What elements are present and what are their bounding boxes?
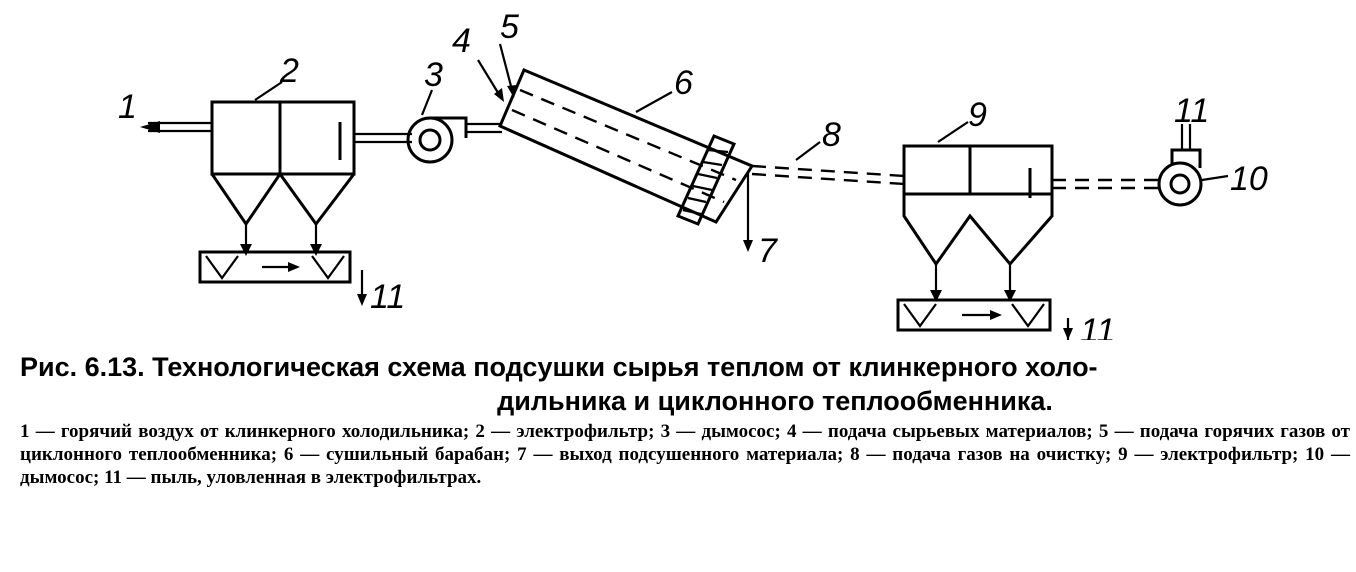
screw-conveyor-1	[198, 250, 352, 284]
label-10: 10	[1230, 160, 1268, 198]
figure-caption: Рис. 6.13. Технологическая схема подсушк…	[20, 350, 1350, 489]
dust-out-arrow-1	[357, 270, 367, 306]
label-3: 3	[424, 56, 443, 94]
label-5: 5	[500, 8, 519, 46]
label-1: 1	[118, 88, 137, 126]
label-9: 9	[968, 96, 987, 134]
smoke-exhauster-10	[1157, 124, 1203, 207]
hot-air-arrow	[140, 121, 212, 133]
gas-duct-8	[751, 164, 905, 186]
process-diagram: 1 2 11 3 4	[118, 8, 1268, 340]
caption-title-line-2: дильника и циклонного теплообменника.	[497, 386, 1053, 416]
caption-title-line-1: Рис. 6.13. Технологическая схема подсушк…	[20, 352, 1098, 382]
caption-legend: 1 — горячий воздух от клинкерного холоди…	[20, 421, 1350, 488]
label-8: 8	[822, 116, 841, 154]
drying-drum-6	[498, 68, 755, 226]
caption-title: Рис. 6.13. Технологическая схема подсушк…	[20, 350, 1350, 418]
material-outlet-7	[743, 172, 753, 252]
electrofilter-2	[210, 100, 356, 256]
dust-out-arrow-2	[1063, 318, 1073, 340]
label-4: 4	[452, 22, 471, 60]
smoke-exhauster-3	[406, 116, 468, 164]
label-7: 7	[758, 232, 778, 270]
label-2: 2	[279, 52, 299, 90]
electrofilter-9	[902, 144, 1054, 302]
label-11-a: 11	[370, 278, 405, 316]
gas-duct-to-exhauster	[1052, 178, 1164, 190]
label-6: 6	[674, 64, 693, 102]
feed-arrows-4-5	[477, 43, 517, 102]
label-11-c: 11	[1174, 92, 1209, 130]
label-11-b: 11	[1080, 312, 1115, 340]
screw-conveyor-2	[896, 298, 1052, 332]
